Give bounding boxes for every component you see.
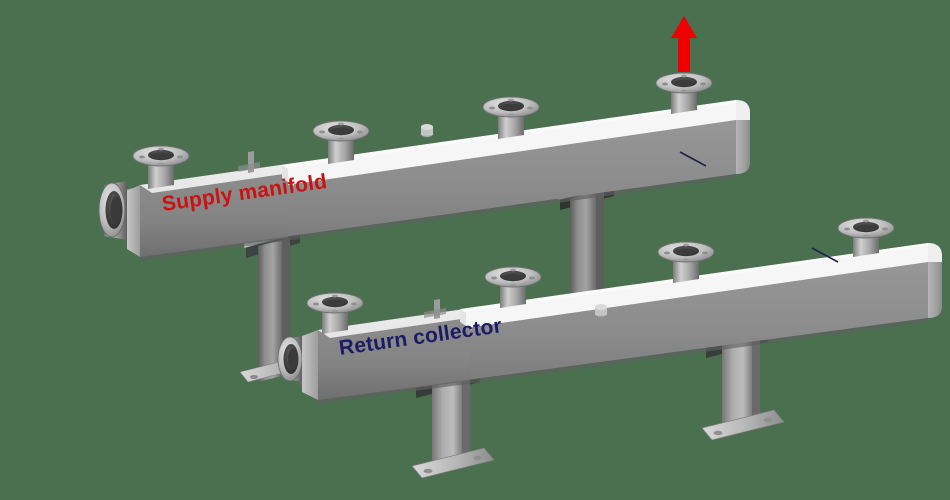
supply-left-end-face — [127, 185, 140, 257]
nozzle-flange-return-1 — [306, 292, 364, 334]
nozzle-flange-return-2 — [484, 266, 542, 308]
supply-vent-boss — [420, 124, 434, 138]
nozzle-flange-supply-1 — [132, 145, 190, 189]
nozzle-flange-supply-2 — [312, 120, 370, 164]
nozzle-flange-supply-4 — [655, 72, 713, 114]
support-leg-return-right — [701, 319, 785, 441]
return-left-end-face — [302, 330, 318, 400]
nozzle-flange-return-4 — [837, 217, 895, 257]
return-collector-body: Return collector — [277, 217, 942, 404]
return-vent-boss — [594, 304, 608, 318]
nozzle-flange-return-3 — [657, 241, 715, 283]
supply-manifold-body: Supply manifold — [98, 72, 750, 261]
flow-direction-arrow — [671, 16, 697, 72]
nozzle-flange-supply-3 — [482, 96, 540, 139]
